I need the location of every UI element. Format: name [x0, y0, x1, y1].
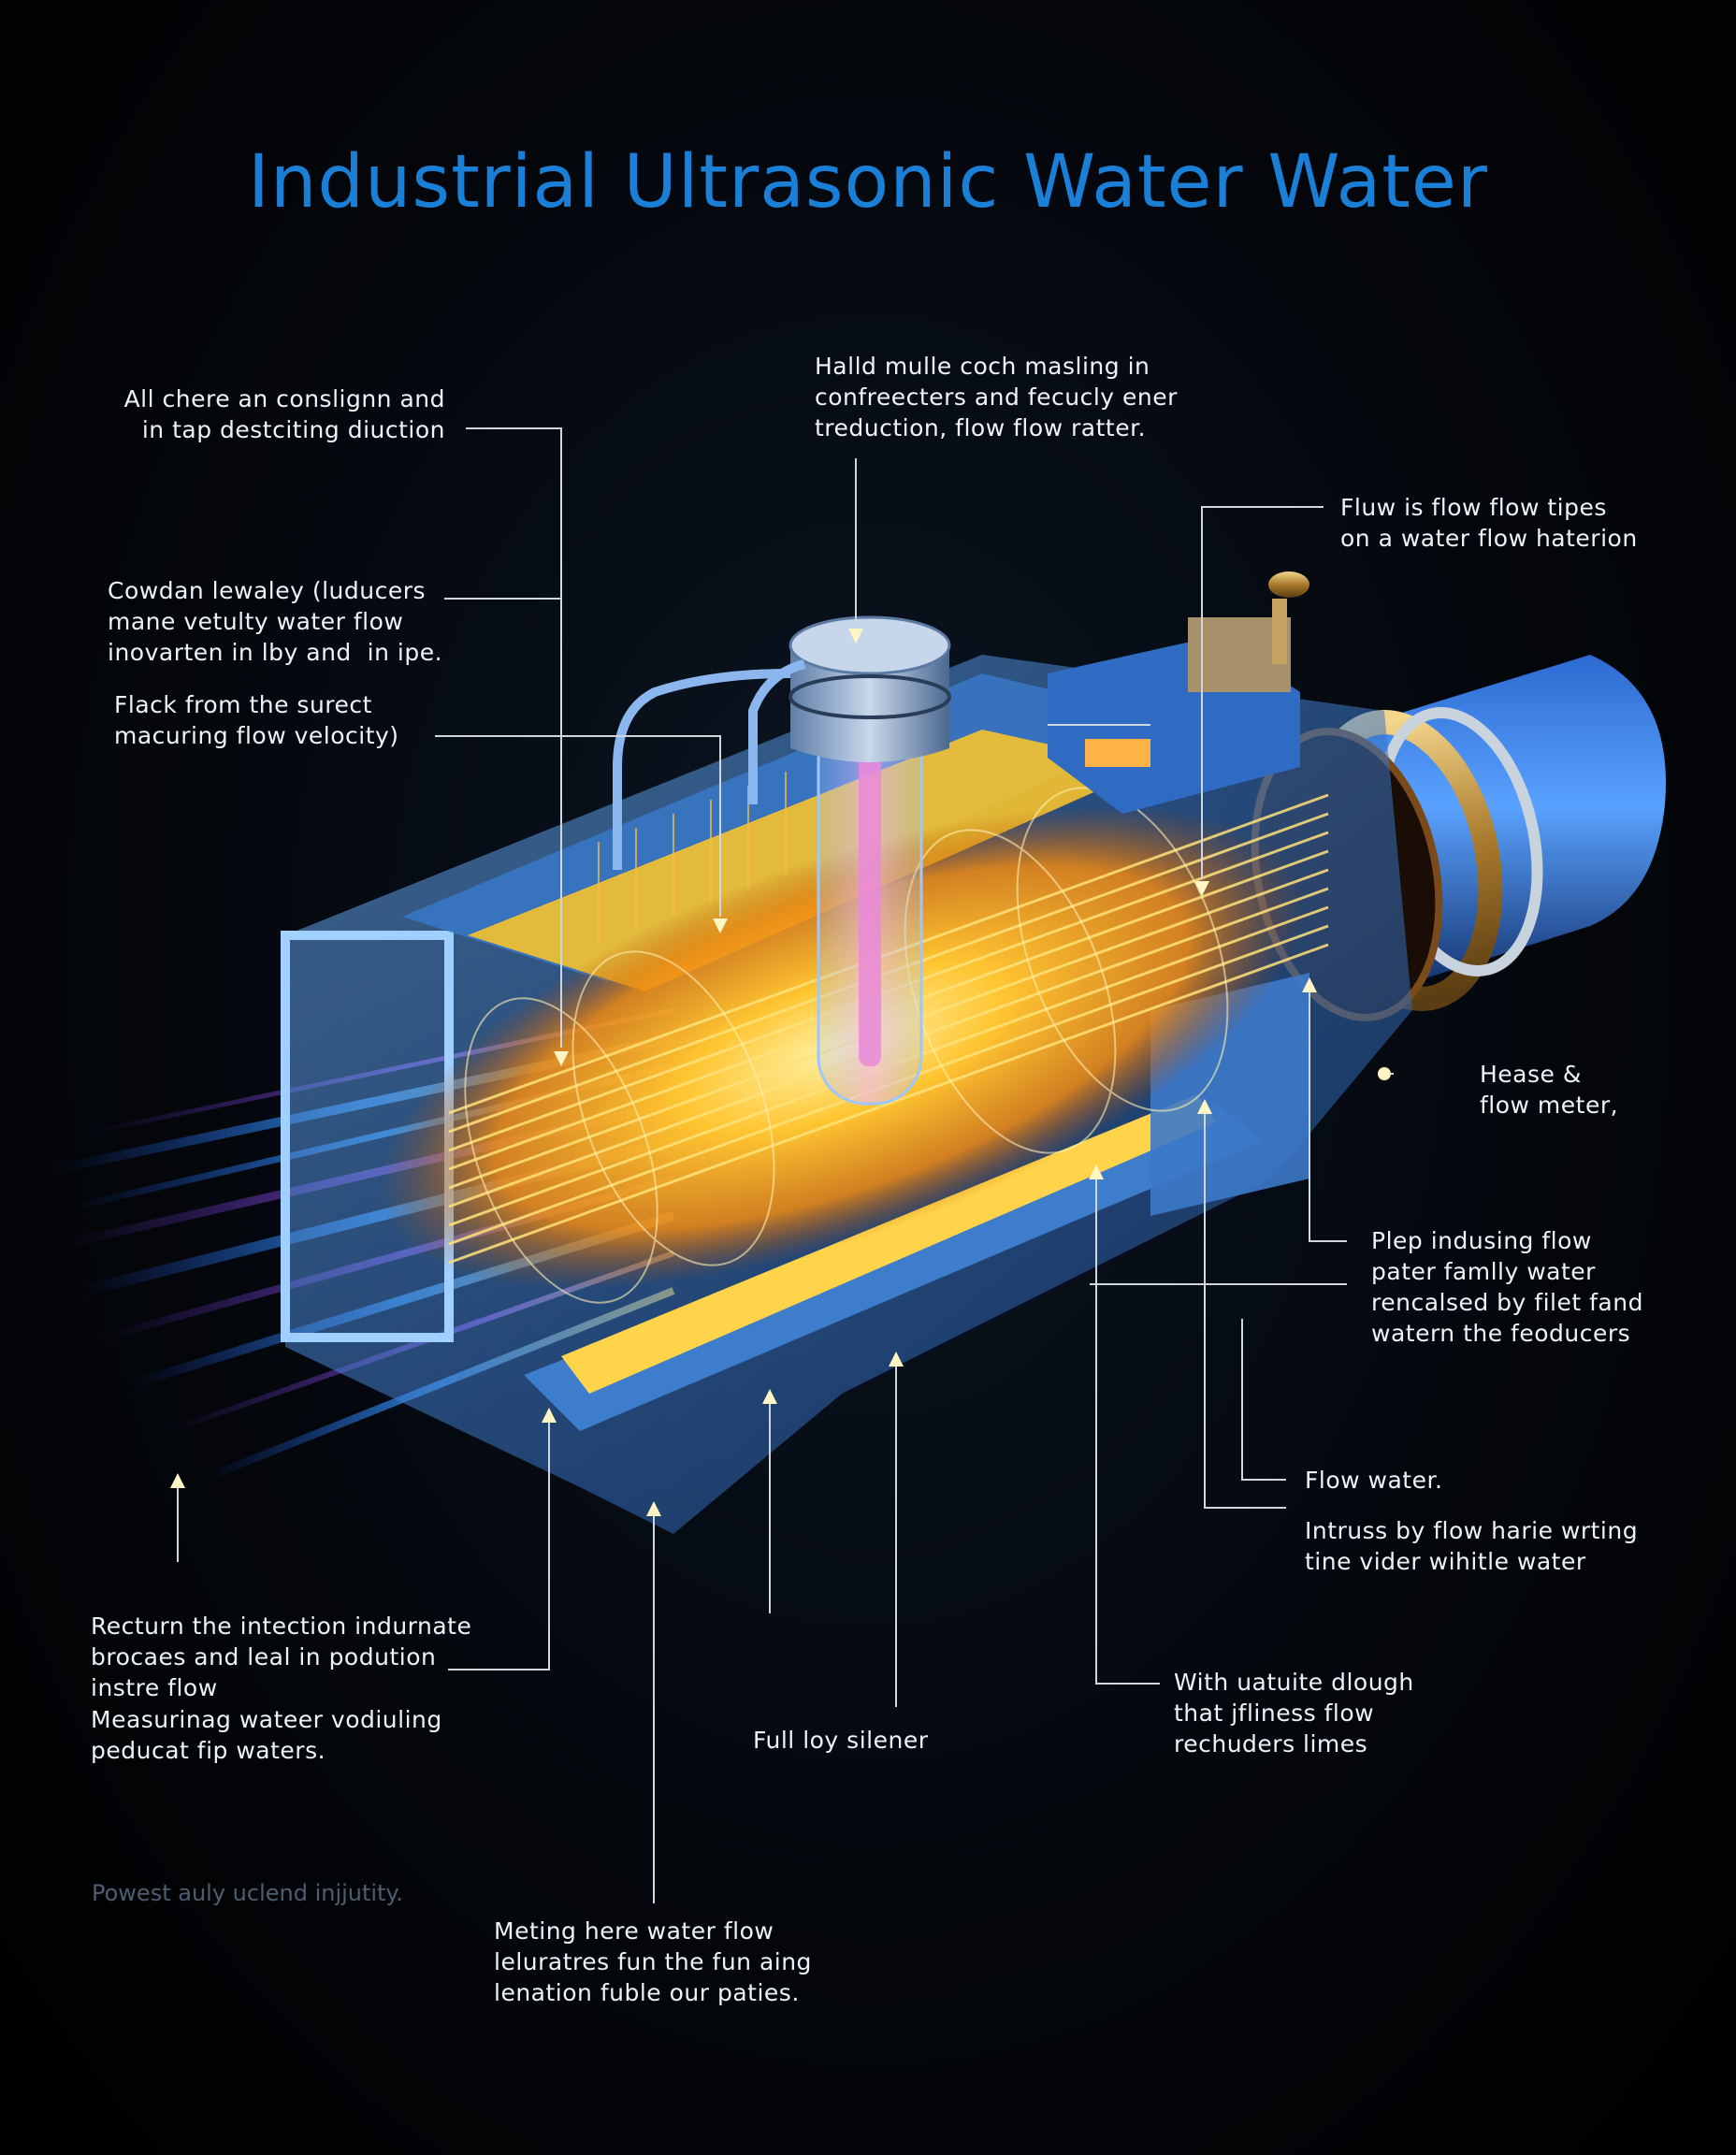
footnote: Powest auly uclend injjutity. — [92, 1880, 403, 1906]
label-bottom-center-silencer: Full loy silener — [753, 1727, 929, 1754]
label-bottom-metering: Meting here water flow leluratres fun th… — [494, 1917, 812, 2006]
label-bottom-right-transducers: With uatuite dlough that jfliness flow r… — [1174, 1669, 1414, 1757]
label-top-left: All chere an conslignn and in tap destci… — [123, 385, 445, 443]
label-pipe-housing: Plep indusing flow pater famlly water re… — [1371, 1227, 1643, 1347]
label-mid-left-transducers: Cowdan lewaley (luducers mane vetulty wa… — [108, 577, 443, 666]
label-top-center: Halld mulle coch masling in confreecters… — [815, 353, 1178, 441]
label-housing-flow-meter: Hease & flow meter, — [1480, 1061, 1619, 1119]
leader-arrows — [170, 629, 1391, 1516]
label-bottom-left-return: Recturn the intection indurnate brocaes … — [91, 1613, 472, 1701]
label-intruss-flow: Intruss by flow harie wrting tine vider … — [1305, 1517, 1639, 1575]
top-valve — [1048, 571, 1309, 814]
transducer-probe — [613, 615, 951, 1106]
leader-lines — [177, 427, 1394, 1903]
label-mid-left-velocity: Flack from the surect macuring flow velo… — [114, 691, 399, 749]
diagram-title: Industrial Ultrasonic Water Water — [248, 140, 1488, 224]
label-flow-water: Flow water. — [1305, 1467, 1443, 1494]
label-bottom-left-measuring: Measurinag wateer vodiuling peducat fip … — [91, 1706, 442, 1764]
label-top-right: Fluw is flow flow tipes on a water flow … — [1340, 494, 1638, 552]
